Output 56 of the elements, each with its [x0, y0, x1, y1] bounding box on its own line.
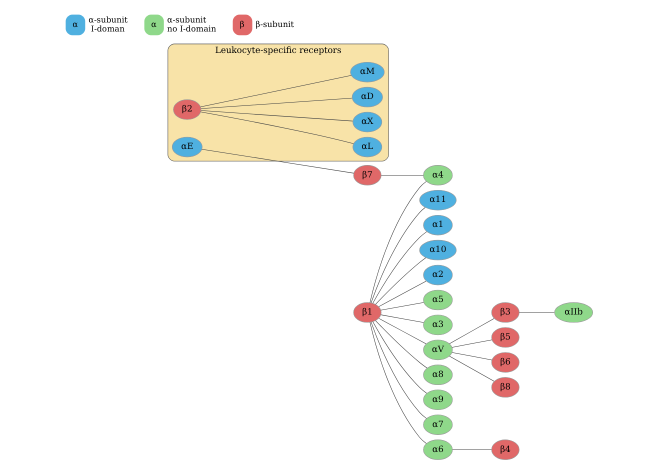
- node-ellipse: β2: [172, 99, 201, 120]
- node-ellipse: β3: [490, 302, 519, 323]
- connector: [372, 231, 426, 304]
- connector: [380, 302, 424, 310]
- legend-label: α-subunit I-doman: [88, 14, 128, 34]
- label: α: [150, 18, 156, 29]
- node-ellipse: αX: [352, 112, 382, 132]
- node-ellipse: α5: [422, 290, 452, 310]
- node-ellipse: α6: [422, 440, 452, 460]
- node-ellipse: α1: [422, 214, 452, 236]
- connector: [518, 312, 554, 313]
- node-ellipse: αIIb: [554, 302, 593, 323]
- node-ellipse: α4: [422, 165, 452, 186]
- connector: [372, 322, 426, 394]
- connector: [369, 322, 426, 444]
- node-ellipse: αL: [352, 136, 382, 158]
- connector: [370, 207, 425, 304]
- connector: [200, 112, 354, 144]
- node-ellipse: α7: [422, 414, 452, 435]
- node-ellipse: β8: [490, 377, 519, 398]
- node-ellipse: α10: [418, 240, 456, 260]
- node-ellipse: α8: [422, 364, 452, 386]
- node-ellipse: β1: [352, 302, 381, 323]
- connector: [370, 322, 426, 419]
- connector: [200, 98, 352, 109]
- connector: [369, 181, 426, 303]
- connector: [451, 340, 492, 348]
- connector: [374, 320, 427, 368]
- connector: [374, 257, 426, 305]
- label: α: [72, 18, 78, 29]
- connector: [200, 110, 352, 122]
- node-ellipse: α11: [418, 190, 456, 210]
- connector: [380, 174, 424, 176]
- connector: [201, 148, 354, 174]
- node-ellipse: α3: [422, 314, 452, 336]
- node-ellipse: α9: [422, 390, 452, 410]
- label: β: [239, 18, 244, 29]
- node-ellipse: β5: [490, 327, 519, 348]
- node-ellipse: α2: [422, 264, 452, 286]
- legend-label: β-subunit: [255, 18, 294, 29]
- legend-label: α-subunit no I-domain: [166, 14, 216, 34]
- connector: [378, 280, 426, 307]
- node-ellipse: β4: [490, 440, 519, 460]
- connector: [448, 318, 494, 344]
- connector: [380, 314, 424, 323]
- node-ellipse: αE: [171, 136, 202, 158]
- node-ellipse: β7: [352, 165, 381, 186]
- connector: [200, 75, 352, 108]
- node-ellipse: αD: [351, 86, 382, 108]
- connector: [378, 318, 426, 344]
- connector: [451, 352, 492, 360]
- node-ellipse: αV: [422, 340, 452, 360]
- node-ellipse: β6: [490, 352, 519, 373]
- connector: [452, 449, 492, 450]
- connector: [448, 356, 494, 382]
- node-ellipse: αM: [350, 62, 384, 82]
